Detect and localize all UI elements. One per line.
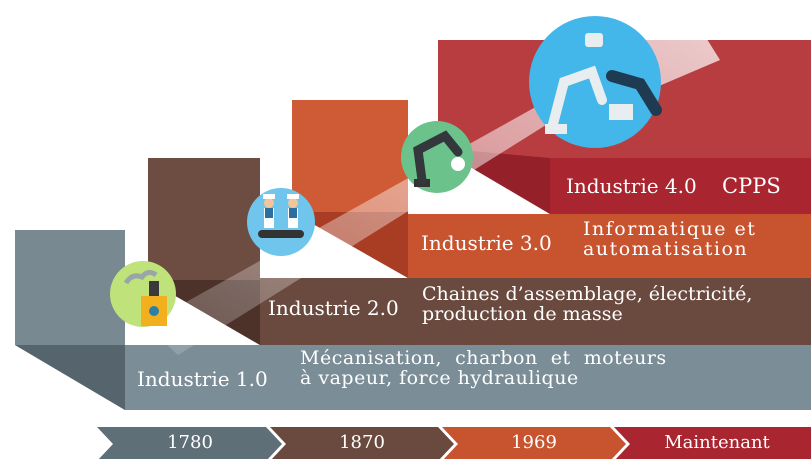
stage-3-desc-line-1: Informatique et (583, 218, 757, 240)
stage-2-title: Industrie 2.0 (268, 296, 399, 320)
stage-1-title: Industrie 1.0 (137, 367, 268, 391)
stage-1-desc-line-2: à vapeur, force hydraulique (300, 366, 579, 389)
stage-4-description: CPPS (722, 174, 781, 198)
stage-1-description: Mécanisation, charbon et moteurs à vapeu… (300, 347, 795, 389)
stage-3-description: Informatique et automatisation (583, 218, 783, 260)
robot-arm-icon (401, 121, 473, 193)
timeline-label-1969: 1969 (511, 432, 557, 453)
timeline-label-1870: 1870 (339, 432, 385, 453)
timeline-label-maintenant: Maintenant (664, 432, 770, 453)
timeline-seg-1 (97, 427, 282, 459)
timeline-seg-4 (614, 427, 811, 459)
stage-2-desc-line-1: Chaines d’assemblage, électricité, (422, 283, 753, 305)
timeline-seg-3 (442, 427, 626, 459)
factory-icon (110, 261, 176, 327)
stage-3-desc-line-2: automatisation (583, 237, 749, 260)
stage-1-desc-line-1: Mécanisation, charbon et moteurs (300, 347, 667, 369)
stage-3-title: Industrie 3.0 (421, 231, 552, 255)
timeline-bar (97, 427, 811, 459)
stage-2-desc-line-2: production de masse (422, 302, 623, 325)
timeline-seg-2 (270, 427, 454, 459)
stage-4-title: Industrie 4.0 (566, 174, 697, 198)
smart-robot-icon (529, 16, 662, 148)
workers-conveyor-icon (247, 188, 315, 256)
stage-2-description: Chaines d’assemblage, électricité, produ… (422, 283, 802, 325)
timeline-label-1780: 1780 (167, 432, 213, 453)
step-1-block (15, 230, 811, 410)
